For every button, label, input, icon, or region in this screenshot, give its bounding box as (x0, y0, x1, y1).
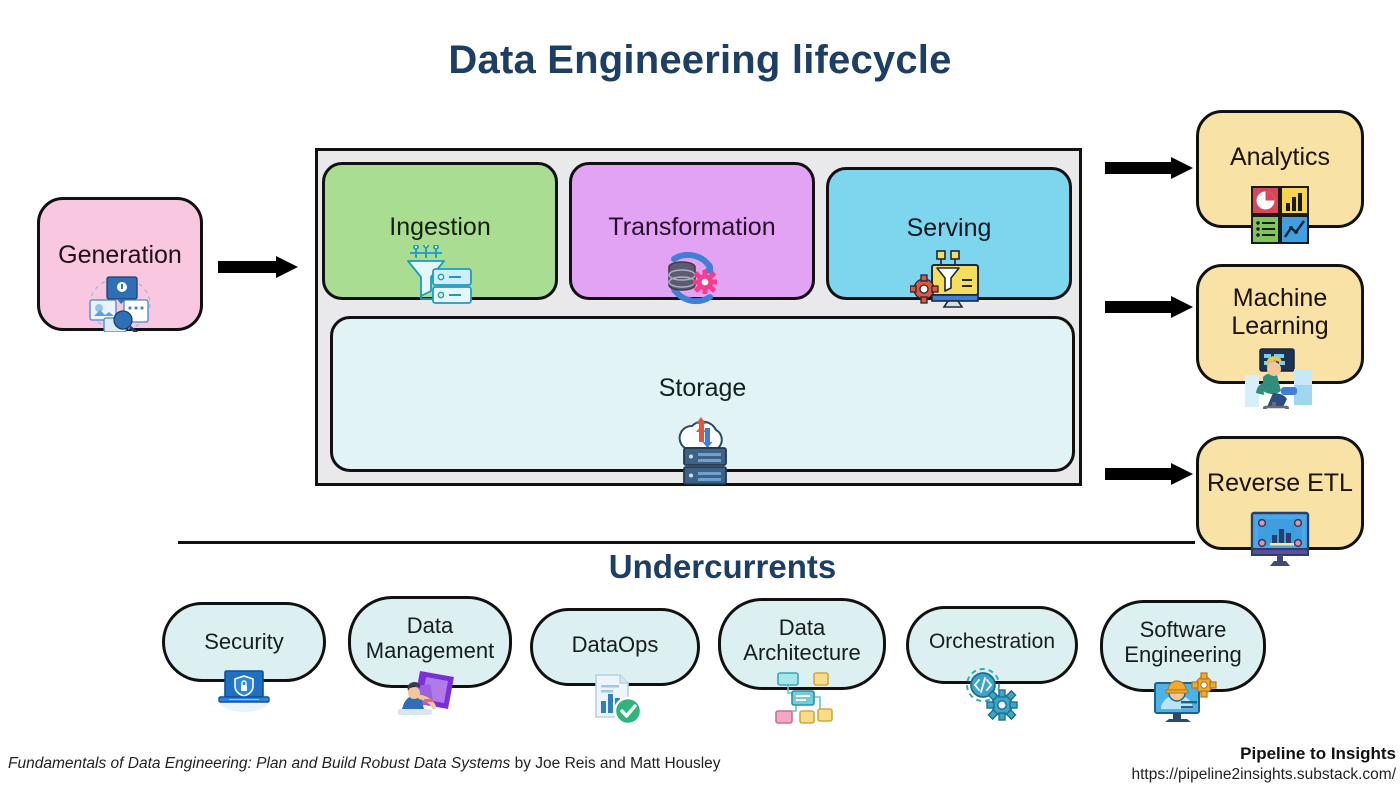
output-label-machine-learning: Machine Learning (1231, 284, 1329, 340)
stage-label-ingestion: Ingestion (389, 213, 491, 241)
report-check-icon (595, 674, 643, 725)
data-scientist-icon (1245, 348, 1312, 409)
undercurrent-label-orchestration: Orchestration (928, 630, 1056, 653)
arrow-shaft (218, 261, 278, 273)
undercurrent-box-software-engineering[interactable]: Software Engineering (1100, 600, 1266, 722)
monitor-funnel-gear-icon (910, 250, 979, 308)
arrow-head (1171, 463, 1193, 485)
laptop-shield-lock-icon (218, 670, 270, 712)
arrow-core-to-reverse-etl (1105, 463, 1193, 485)
undercurrent-label-security: Security (204, 629, 284, 654)
footer-book-authors: by Joe Reis and Matt Housley (510, 755, 721, 772)
funnel-server-icon (407, 245, 472, 304)
undercurrents-divider (178, 541, 1195, 544)
undercurrent-box-data-architecture[interactable]: Data Architecture (718, 598, 886, 724)
footer-book-title: Fundamentals of Data Engineering: Plan a… (8, 755, 511, 772)
database-refresh-gear-icon (668, 251, 717, 305)
stage-box-storage[interactable]: Storage (330, 316, 1075, 485)
stage-label-generation: Generation (58, 241, 182, 269)
footer-brand-name: Pipeline to Insights (1240, 744, 1396, 763)
footer-brand-url[interactable]: https://pipeline2insights.substack.com/ (1131, 766, 1397, 783)
stage-box-serving[interactable]: Serving (826, 167, 1072, 308)
undercurrent-box-orchestration[interactable]: Orchestration (906, 606, 1078, 721)
stage-box-transformation[interactable]: Transformation (569, 162, 815, 305)
undercurrent-label-software-engineering: Software Engineering (1124, 617, 1242, 668)
arrow-core-to-machine-learning (1105, 296, 1193, 318)
arrow-head (1171, 157, 1193, 179)
undercurrent-box-data-management[interactable]: Data Management (348, 596, 512, 715)
undercurrent-box-dataops[interactable]: DataOps (530, 608, 700, 725)
page-title: Data Engineering lifecycle (448, 38, 952, 82)
dashboard-monitor-icon (1250, 511, 1310, 566)
data-generation-icon (89, 276, 151, 332)
footer-brand: Pipeline to Insights https://pipeline2in… (1132, 744, 1397, 784)
output-label-reverse-etl: Reverse ETL (1207, 469, 1353, 497)
arrow-generation-to-core (218, 256, 298, 278)
output-box-analytics[interactable]: Analytics (1196, 110, 1364, 244)
charts-grid-icon (1251, 186, 1309, 244)
stage-label-storage: Storage (658, 374, 747, 402)
output-label-analytics: Analytics (1229, 143, 1331, 171)
output-box-reverse-etl[interactable]: Reverse ETL (1196, 436, 1364, 566)
arrow-head (1171, 296, 1193, 318)
undercurrent-label-data-management: Data Management (365, 613, 495, 664)
arrow-shaft (1105, 301, 1171, 313)
undercurrent-label-data-architecture: Data Architecture (743, 615, 861, 666)
arrow-shaft (1105, 468, 1171, 480)
arrow-core-to-analytics (1105, 157, 1193, 179)
arrow-shaft (1105, 162, 1171, 174)
undercurrent-box-security[interactable]: Security (162, 602, 326, 712)
stage-label-serving: Serving (906, 214, 992, 242)
undercurrent-label-dataops: DataOps (571, 632, 659, 657)
stage-box-ingestion[interactable]: Ingestion (322, 162, 558, 304)
code-gears-icon (966, 668, 1018, 721)
undercurrents-title: Undercurrents (608, 548, 837, 585)
stage-box-generation[interactable]: Generation (37, 197, 203, 332)
cloud-server-icon (678, 417, 727, 485)
folder-person-icon (398, 671, 454, 715)
footer-citation: Fundamentals of Data Engineering: Plan a… (8, 755, 721, 773)
engineer-monitor-icon (1154, 672, 1217, 722)
output-box-machine-learning[interactable]: Machine Learning (1196, 264, 1364, 409)
stage-label-transformation: Transformation (608, 213, 776, 241)
arrow-head (276, 256, 298, 278)
network-nodes-icon (775, 672, 833, 724)
